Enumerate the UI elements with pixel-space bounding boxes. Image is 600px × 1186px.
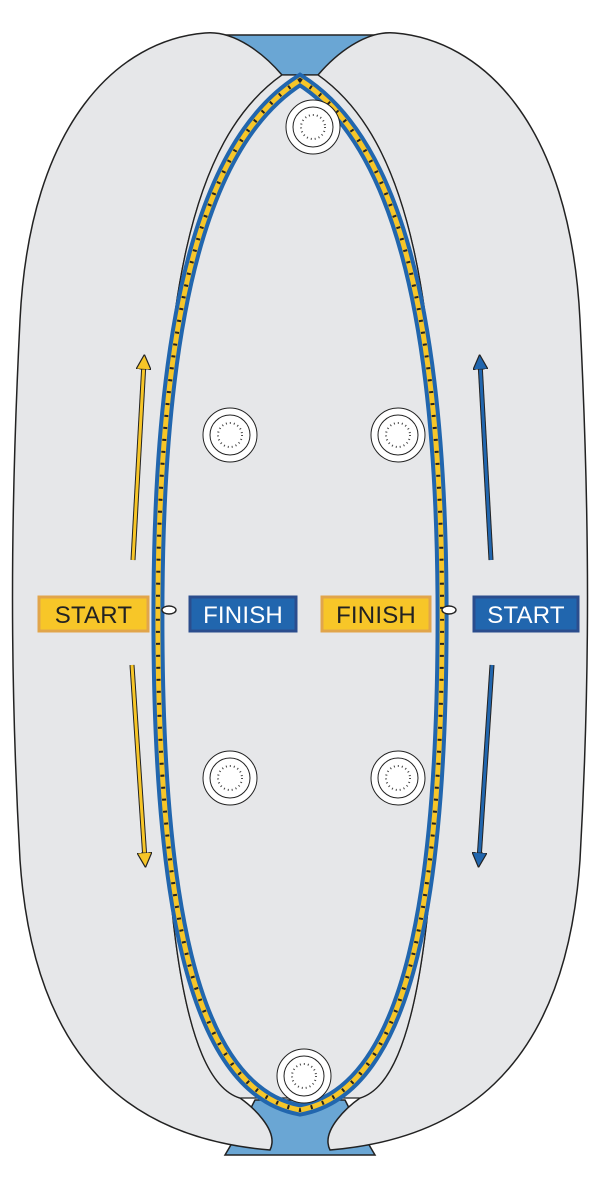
drain-hole-icon <box>285 99 341 155</box>
left-start-text: START <box>55 602 133 629</box>
left-finish-label: FINISH <box>188 595 298 633</box>
lacing-rope-pattern <box>155 77 445 1113</box>
right-start-label: START <box>472 595 580 633</box>
yellow-arrow-up-fill <box>131 362 144 561</box>
drain-hole-icon <box>370 407 426 463</box>
right-finish-label: FINISH <box>320 595 432 633</box>
right-eyelet <box>441 605 457 615</box>
left-finish-text: FINISH <box>203 602 283 629</box>
blue-arrow-down-fill <box>479 664 494 860</box>
drain-hole-icon <box>370 750 426 806</box>
blue-arrow-up-fill <box>480 362 493 561</box>
right-start-text: START <box>487 602 565 629</box>
left-start-label: START <box>37 595 150 633</box>
yellow-arrow-down-fill <box>130 664 145 860</box>
drain-hole-icon <box>202 407 258 463</box>
left-eyelet <box>161 605 177 615</box>
right-finish-text: FINISH <box>336 602 416 629</box>
drain-hole-icon <box>202 750 258 806</box>
drain-hole-icon <box>276 1048 332 1104</box>
